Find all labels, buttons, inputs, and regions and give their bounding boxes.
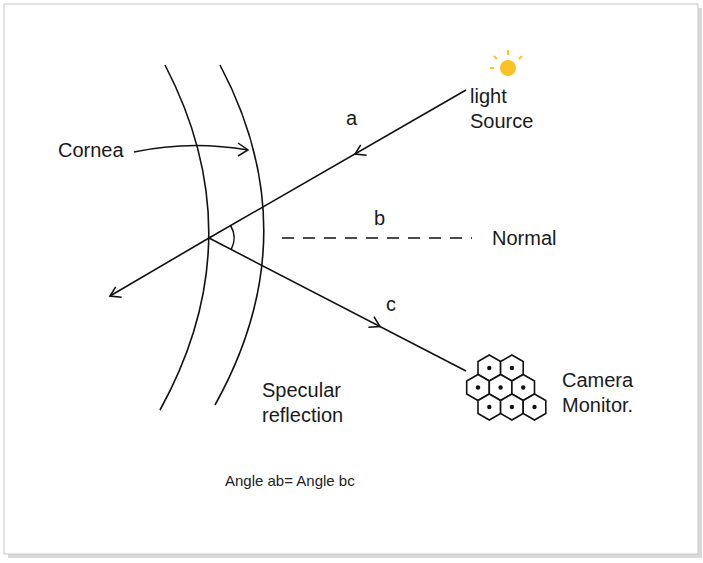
incident-ray	[209, 90, 466, 238]
transmitted-ray	[110, 238, 209, 296]
angle-mark	[231, 226, 234, 250]
ray-label: b	[374, 206, 385, 231]
line-label: Normal	[492, 226, 556, 251]
part-label: Cornea	[58, 138, 124, 163]
arrow-head	[238, 143, 248, 156]
arrow-head	[110, 287, 122, 297]
part-label: Camera Monitor.	[562, 368, 654, 418]
ray-label: c	[386, 292, 396, 317]
part-label: light Source	[470, 84, 552, 134]
note-label: Specular reflection	[262, 378, 366, 428]
reflected-ray	[209, 238, 466, 371]
pointer-arrow	[134, 145, 248, 152]
camera-icon	[467, 355, 546, 420]
cornea-arc	[215, 65, 264, 405]
arrow-head	[368, 317, 380, 328]
normal-line	[282, 237, 472, 239]
ray-label: a	[346, 106, 357, 131]
light-source-icon	[490, 50, 522, 76]
cornea-arc	[160, 65, 209, 410]
frame	[4, 4, 698, 554]
arrow-head	[355, 145, 367, 155]
caption: Angle ab= Angle bc	[225, 472, 355, 489]
